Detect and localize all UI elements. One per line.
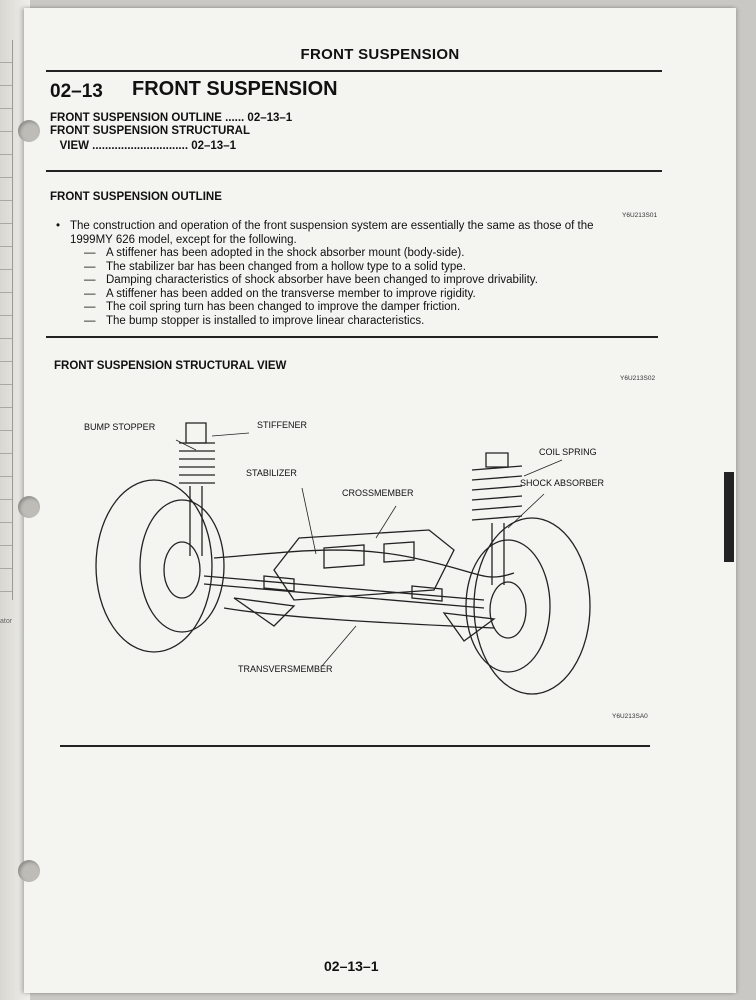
running-header: FRONT SUSPENSION — [300, 46, 460, 63]
left-coil-spring — [179, 442, 215, 484]
toc-entry-structural: FRONT SUSPENSION STRUCTURAL — [50, 125, 250, 137]
manual-page: FRONT SUSPENSION 02–13 FRONT SUSPENSION … — [18, 8, 736, 993]
crossmember-shape — [273, 529, 455, 601]
outline-item: —The bump stopper is installed to improv… — [84, 314, 425, 327]
outline-item: —A stiffener has been added on the trans… — [84, 287, 476, 300]
right-wheel-tire — [473, 517, 591, 695]
rack-boots — [263, 575, 443, 602]
callout-coil-spring: COIL SPRING — [539, 447, 597, 457]
outline-bullet: • The construction and operation of the … — [56, 220, 676, 247]
adjacent-page-text: ator — [0, 618, 13, 625]
callout-transversmember: TRANSVERSMEMBER — [238, 664, 333, 674]
suspension-illustration — [95, 422, 591, 695]
outline-heading: FRONT SUSPENSION OUTLINE — [50, 191, 222, 203]
outline-code: Y6U213S01 — [622, 212, 658, 219]
leader-crossmember — [375, 505, 397, 539]
right-shock-absorber — [491, 523, 505, 585]
outline-item: —A stiffener has been adopted in the sho… — [84, 247, 465, 259]
right-wheel-rim — [465, 539, 551, 673]
header-rule — [46, 70, 662, 72]
left-shock-absorber — [189, 486, 203, 556]
callout-bump-stopper: BUMP STOPPER — [84, 422, 156, 432]
structural-heading: FRONT SUSPENSION STRUCTURAL VIEW — [54, 360, 287, 372]
callout-stiffener: STIFFENER — [257, 420, 308, 430]
left-top-mount — [185, 422, 207, 444]
dash-icon: — — [84, 260, 96, 273]
page-number: 02–13–1 — [324, 958, 379, 974]
toc-rule — [46, 170, 662, 172]
crossmember-detail — [323, 541, 415, 569]
dash-icon: — — [84, 274, 96, 286]
section-tab-marker — [724, 472, 734, 562]
structural-code: Y6U213S02 — [620, 375, 656, 382]
callout-shock-absorber: SHOCK ABSORBER — [520, 478, 605, 488]
stabilizer-bar — [213, 549, 515, 578]
binder-hole-bottom — [18, 860, 40, 882]
right-coil-spring — [471, 465, 523, 521]
binder-hole-middle — [18, 496, 40, 518]
dash-icon: — — [84, 314, 96, 327]
section-title: FRONT SUSPENSION — [132, 78, 338, 100]
adjacent-page-table — [0, 40, 13, 600]
binder-hole-top — [18, 120, 40, 142]
section-number: 02–13 — [50, 81, 103, 102]
dash-icon: — — [84, 287, 96, 300]
outline-item: —Damping characteristics of shock absorb… — [84, 274, 538, 286]
bullet-icon: • — [56, 220, 61, 232]
figure-rule — [60, 745, 650, 747]
leader-bump-stopper — [175, 439, 197, 451]
right-top-mount — [485, 452, 509, 468]
left-hub — [163, 541, 201, 599]
outline-body: • The construction and operation of the … — [56, 220, 676, 328]
left-wheel-tire — [95, 479, 213, 653]
outline-bullet-text: The construction and operation of the fr… — [70, 220, 594, 246]
transverse-member — [223, 607, 495, 629]
leader-coil-spring — [523, 459, 563, 477]
outline-item: —The stabilizer bar has been changed fro… — [84, 260, 466, 273]
dash-icon: — — [84, 247, 96, 259]
leader-transversmember — [321, 625, 357, 667]
leader-stiffener — [211, 432, 250, 437]
steering-rack — [203, 575, 485, 609]
outline-item: —The coil spring turn has been changed t… — [84, 301, 461, 313]
callout-crossmember: CROSSMEMBER — [342, 488, 414, 498]
callout-stabilizer: STABILIZER — [246, 468, 297, 478]
toc-entry-structural-cont: VIEW .............................. 02–1… — [50, 140, 236, 152]
dash-icon: — — [84, 301, 96, 313]
outline-rule — [46, 336, 658, 338]
leader-stabilizer — [301, 487, 317, 555]
leader-shock-absorber — [507, 493, 545, 529]
figure-code: Y6U213SA0 — [612, 713, 648, 720]
toc-entry-outline: FRONT SUSPENSION OUTLINE ...... 02–13–1 — [50, 112, 293, 124]
left-wheel-rim — [139, 499, 225, 633]
lower-arms — [233, 597, 496, 642]
right-hub — [489, 581, 527, 639]
